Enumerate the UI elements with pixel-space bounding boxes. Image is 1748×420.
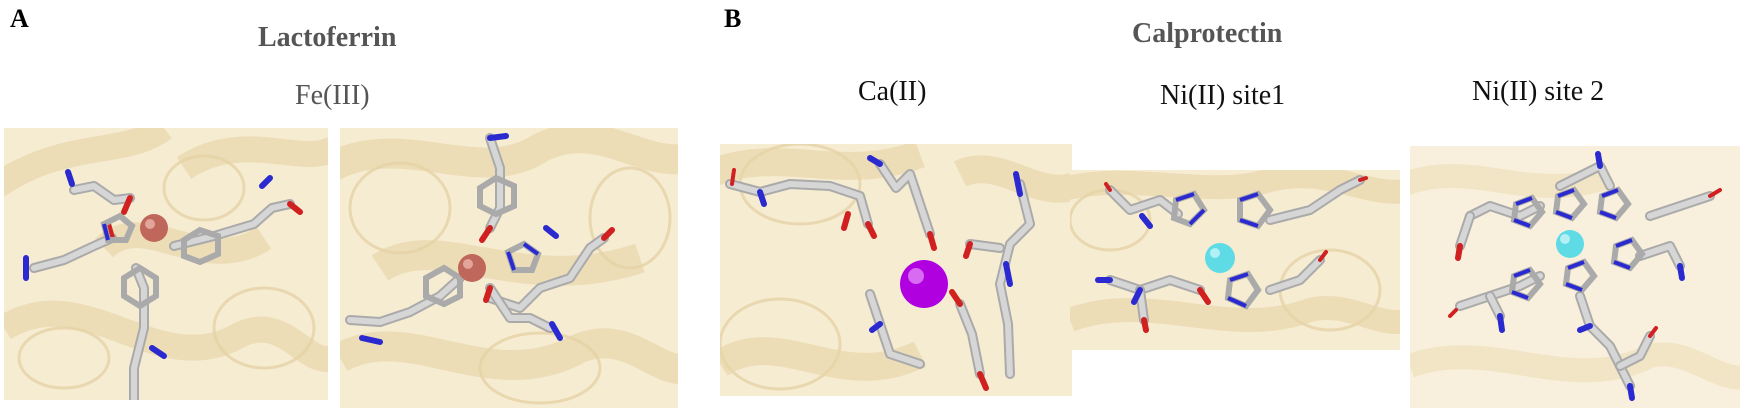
calprotectin-ni-site2-structure xyxy=(1410,146,1740,408)
panel-b-title: Calprotectin xyxy=(1132,18,1283,49)
ni-ion-sphere-site1 xyxy=(1205,243,1235,273)
panel-b-letter: B xyxy=(724,4,742,33)
panel-a-letter: A xyxy=(10,4,29,33)
ni-ion-sphere-site2 xyxy=(1556,230,1584,258)
fe-ion-sphere-2 xyxy=(458,254,486,282)
panel-a-title: Lactoferrin xyxy=(258,22,397,53)
fe-ion-sphere-1 xyxy=(140,214,168,242)
lactoferrin-structure-2 xyxy=(340,128,678,408)
lactoferrin-structure-1 xyxy=(4,128,328,400)
site-label-ni-site1: Ni(II) site1 xyxy=(1160,80,1286,111)
calprotectin-ni-site1-structure xyxy=(1070,170,1400,350)
calprotectin-ca-site-structure xyxy=(720,144,1072,396)
panel-a-metal-label: Fe(III) xyxy=(295,80,370,111)
ca-ion-sphere xyxy=(900,260,948,308)
site-label-ca: Ca(II) xyxy=(858,76,927,107)
site-label-ni-site2: Ni(II) site 2 xyxy=(1472,76,1605,107)
